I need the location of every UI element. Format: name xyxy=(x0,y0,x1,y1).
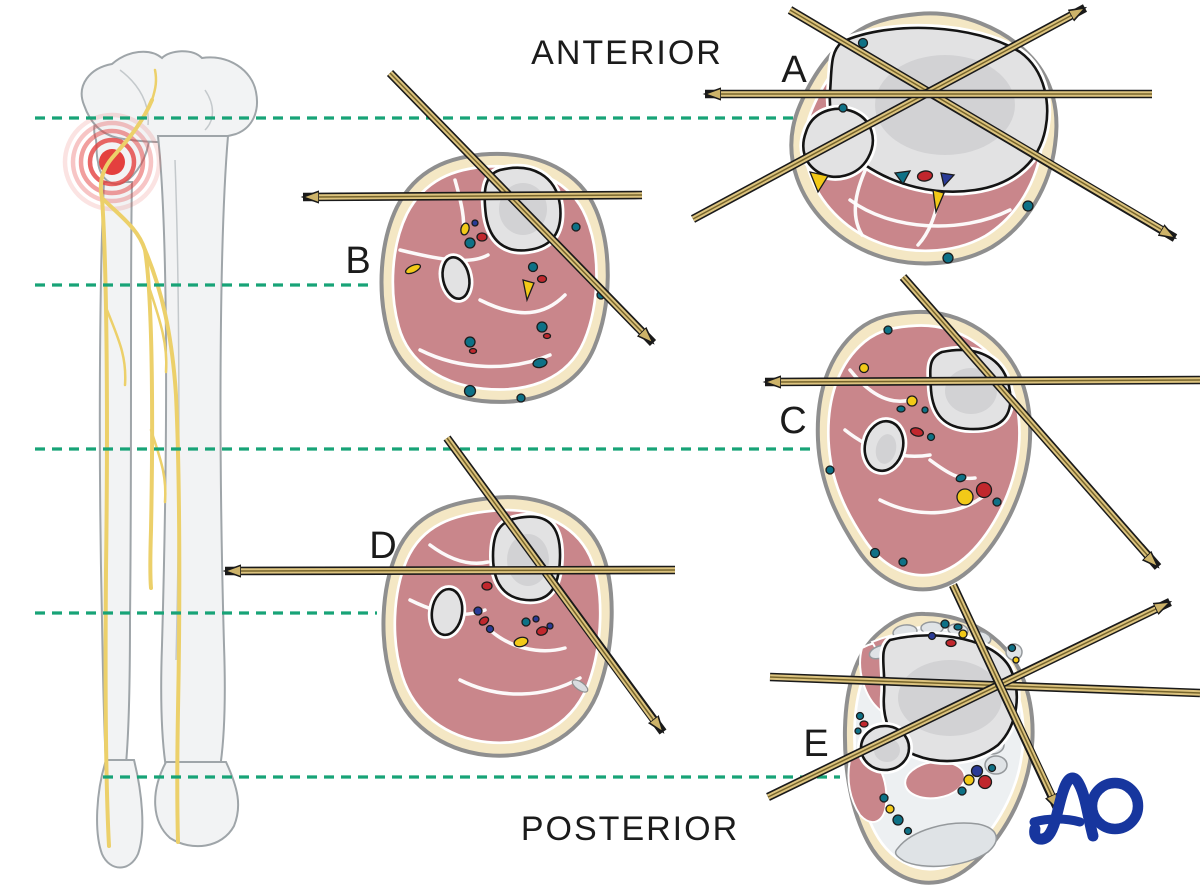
pin-c-1 xyxy=(765,380,1200,382)
section-c-label: C xyxy=(779,400,806,442)
injury-marker xyxy=(62,112,162,212)
pin-e-1 xyxy=(769,672,1200,698)
cross-section-a xyxy=(690,4,1178,266)
pin-d-2 xyxy=(443,435,667,735)
leg-illustration xyxy=(62,50,258,869)
ao-logo-o xyxy=(1086,777,1144,835)
section-e-label: E xyxy=(803,723,828,765)
tendon-sliver xyxy=(571,679,589,693)
level-lines xyxy=(35,116,840,779)
section-b-label: B xyxy=(345,240,370,282)
ao-logo-a xyxy=(1029,772,1099,845)
pin-b-2 xyxy=(386,69,657,347)
posterior-label: POSTERIOR xyxy=(521,810,739,848)
fibula-cross-section xyxy=(438,253,474,303)
pin-e-2 xyxy=(949,583,1062,810)
tibia-cross-section xyxy=(488,512,565,605)
cross-section-c xyxy=(765,274,1200,592)
pin-d-1 xyxy=(225,570,676,571)
fibula-cross-section xyxy=(427,585,467,639)
vessels xyxy=(825,325,1002,567)
section-d-label: D xyxy=(369,525,396,567)
cross-section-b xyxy=(303,69,657,404)
pin-e-3 xyxy=(766,598,1170,801)
pin-a-2 xyxy=(690,4,1085,223)
cross-section-e xyxy=(766,583,1200,885)
fibula-cross-section xyxy=(860,417,908,475)
ao-logo xyxy=(1029,772,1144,845)
vessels xyxy=(808,37,1034,264)
ao-logo-a-bar xyxy=(1029,814,1085,827)
section-a-label: A xyxy=(781,49,807,91)
pin-a-1 xyxy=(787,6,1178,242)
pin-c-2 xyxy=(899,274,1162,570)
vessels xyxy=(473,581,554,648)
cross-section-d xyxy=(225,435,676,758)
anterior-label: ANTERIOR xyxy=(531,34,723,72)
pin-b-1 xyxy=(303,195,643,197)
vessels xyxy=(854,619,1020,836)
fibula-cross-section xyxy=(857,722,913,774)
